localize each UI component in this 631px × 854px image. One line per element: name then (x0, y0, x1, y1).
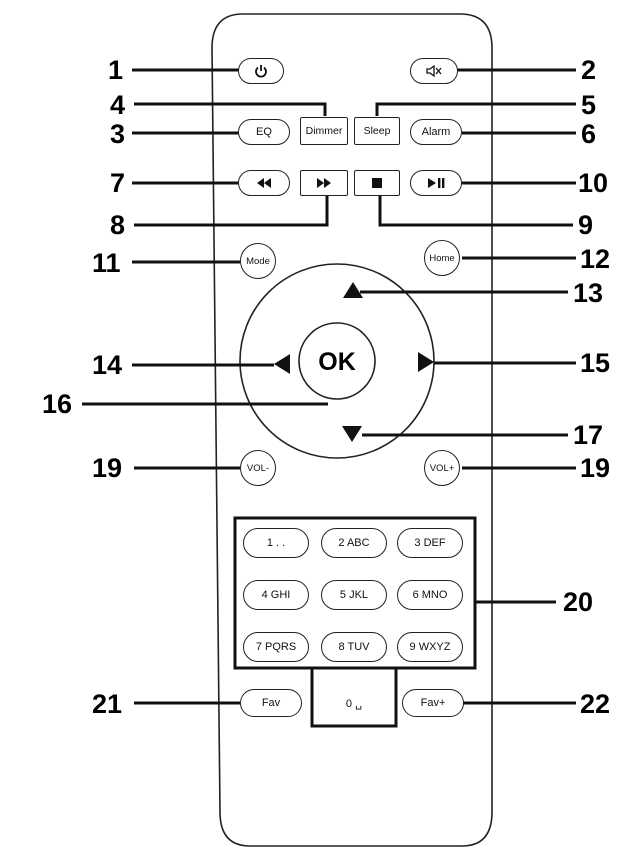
key-3[interactable]: 3 DEF (397, 528, 463, 558)
fast-forward-button[interactable] (300, 170, 348, 196)
key-5[interactable]: 5 JKL (321, 580, 387, 610)
callout-1: 1 (108, 55, 124, 85)
callout-19-right: 19 (580, 453, 611, 483)
callout-22: 22 (580, 689, 611, 719)
callout-16: 16 (42, 389, 73, 419)
leader-4 (134, 102, 327, 116)
fast-forward-icon (317, 178, 331, 188)
callout-20: 20 (563, 587, 594, 617)
key-0[interactable]: 0 ␣ (318, 689, 390, 717)
dimmer-button[interactable]: Dimmer (300, 117, 348, 145)
ok-button[interactable]: OK (318, 347, 356, 376)
play-pause-icon (428, 178, 445, 188)
callout-19-left: 19 (92, 453, 123, 483)
callout-7: 7 (110, 168, 126, 198)
arrow-down-icon[interactable] (340, 424, 364, 444)
leader-9 (378, 196, 573, 227)
mute-button[interactable] (410, 58, 458, 84)
callout-8: 8 (110, 210, 126, 240)
callout-2: 2 (581, 55, 597, 85)
mute-speaker-icon (426, 64, 442, 78)
mode-button[interactable]: Mode (240, 243, 276, 279)
rewind-icon (257, 178, 271, 188)
rewind-button[interactable] (238, 170, 290, 196)
key-6[interactable]: 6 MNO (397, 580, 463, 610)
power-icon (255, 65, 267, 78)
vol-plus-button[interactable]: VOL+ (424, 450, 460, 486)
callout-12: 12 (580, 244, 611, 274)
leader-8 (134, 196, 329, 227)
callout-5: 5 (581, 90, 597, 120)
callout-14: 14 (92, 350, 123, 380)
callout-3: 3 (110, 119, 126, 149)
key-8[interactable]: 8 TUV (321, 632, 387, 662)
ok-ring (298, 322, 376, 400)
leader-lines (82, 68, 576, 705)
fav-plus-button[interactable]: Fav+ (402, 689, 464, 717)
eq-button[interactable]: EQ (238, 119, 290, 145)
key-7[interactable]: 7 PQRS (243, 632, 309, 662)
zero-bracket (310, 668, 398, 728)
arrow-left-icon[interactable] (272, 352, 292, 376)
sleep-button[interactable]: Sleep (354, 117, 400, 145)
leader-5 (375, 102, 576, 116)
home-button[interactable]: Home (424, 240, 460, 276)
callout-21: 21 (92, 689, 123, 719)
arrow-right-icon[interactable] (416, 350, 436, 374)
callout-4: 4 (110, 90, 126, 120)
keypad-frame (233, 516, 477, 670)
remote-body (211, 13, 493, 847)
power-button[interactable] (238, 58, 284, 84)
stop-icon (372, 178, 382, 188)
key-1[interactable]: 1 . . (243, 528, 309, 558)
callout-9: 9 (578, 210, 594, 240)
callout-17: 17 (573, 420, 604, 450)
key-4[interactable]: 4 GHI (243, 580, 309, 610)
callout-6: 6 (581, 119, 597, 149)
stop-button[interactable] (354, 170, 400, 196)
key-9[interactable]: 9 WXYZ (397, 632, 463, 662)
callout-13: 13 (573, 278, 604, 308)
callout-15: 15 (580, 348, 611, 378)
vol-minus-button[interactable]: VOL- (240, 450, 276, 486)
dpad-ring (239, 263, 435, 459)
key-2[interactable]: 2 ABC (321, 528, 387, 558)
alarm-button[interactable]: Alarm (410, 119, 462, 145)
play-pause-button[interactable] (410, 170, 462, 196)
arrow-up-icon[interactable] (341, 280, 365, 300)
callout-11: 11 (92, 248, 121, 278)
callout-10: 10 (578, 168, 609, 198)
fav-minus-button[interactable]: Fav (240, 689, 302, 717)
